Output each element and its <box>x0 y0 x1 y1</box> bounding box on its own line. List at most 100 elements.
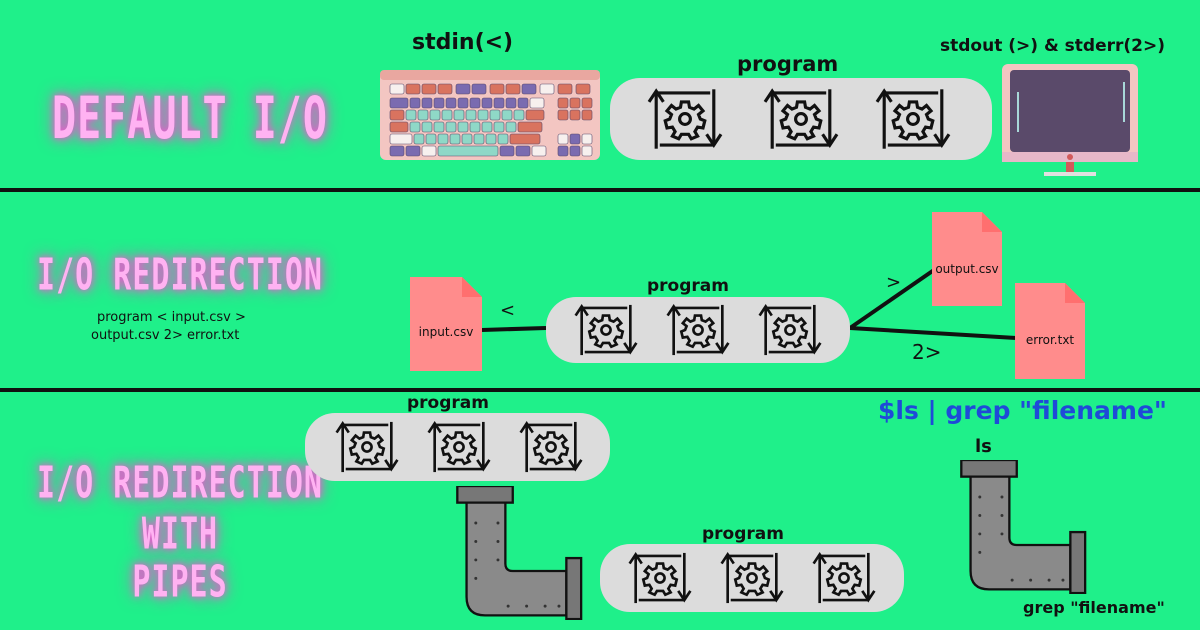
keyboard-key <box>473 133 485 145</box>
keyboard-key <box>405 145 421 157</box>
input-file-label: input.csv <box>418 325 474 339</box>
program-box <box>305 413 610 481</box>
keyboard-key <box>581 145 593 157</box>
gear-icon <box>758 303 822 357</box>
keyboard-key <box>405 83 421 95</box>
monitor-icon <box>1002 64 1138 176</box>
keyboard-key <box>437 145 499 157</box>
input-operator: < <box>500 300 516 321</box>
keyboard-key <box>489 109 501 121</box>
keyboard-key <box>569 133 581 145</box>
keyboard-key <box>389 145 405 157</box>
keyboard-key <box>437 83 453 95</box>
keyboard-key <box>557 97 569 109</box>
keyboard-key <box>539 83 555 95</box>
section-divider <box>0 388 1200 392</box>
output-file: output.csv <box>932 212 1002 306</box>
keyboard-key <box>529 97 545 109</box>
keyboard-key <box>569 145 581 157</box>
keyboard-key <box>465 109 477 121</box>
keyboard-key <box>513 109 525 121</box>
keyboard-key <box>409 97 421 109</box>
keyboard-key <box>389 133 413 145</box>
keyboard-key <box>441 109 453 121</box>
program-label: program <box>702 524 784 544</box>
gear-icon <box>628 551 692 605</box>
keyboard-key <box>421 145 437 157</box>
keyboard-key <box>469 121 481 133</box>
program-box <box>610 78 992 160</box>
section-title-default-io: DEFAULT I/O <box>52 85 328 153</box>
keyboard-key <box>421 83 437 95</box>
keyboard-key <box>569 97 581 109</box>
output-file-label: output.csv <box>935 262 999 276</box>
gear-icon <box>720 551 784 605</box>
command-line-1: program < input.csv > <box>97 310 246 325</box>
keyboard-key <box>493 121 505 133</box>
command-line-2: output.csv 2> error.txt <box>91 328 240 343</box>
keyboard-key <box>429 109 441 121</box>
keyboard-key <box>471 83 487 95</box>
keyboard-key <box>421 97 433 109</box>
keyboard-key <box>557 133 569 145</box>
keyboard-key <box>481 121 493 133</box>
pipe-command: $ls | grep "filename" <box>878 396 1167 425</box>
program-label: program <box>407 393 489 413</box>
keyboard-key <box>413 133 425 145</box>
section-title-pipes-line2: WITH <box>141 509 219 560</box>
program-box <box>600 544 904 612</box>
gear-icon <box>427 420 491 474</box>
keyboard-key <box>581 97 593 109</box>
keyboard-key <box>517 121 543 133</box>
keyboard-key <box>445 97 457 109</box>
keyboard-key <box>455 83 471 95</box>
section-divider <box>0 188 1200 192</box>
keyboard-key <box>505 121 517 133</box>
keyboard-key <box>449 133 461 145</box>
keyboard-key <box>517 97 529 109</box>
keyboard-key <box>497 133 509 145</box>
stdout-stderr-label: stdout (>) & stderr(2>) <box>940 36 1166 56</box>
error-file-label: error.txt <box>1025 333 1075 347</box>
file-icon <box>410 277 482 371</box>
pipe-icon <box>960 460 1087 594</box>
keyboard-key <box>505 83 521 95</box>
keyboard-key <box>505 97 517 109</box>
gear-icon <box>812 551 876 605</box>
keyboard-key <box>515 145 531 157</box>
keyboard-key <box>461 133 473 145</box>
keyboard-key <box>581 109 593 121</box>
grep-label: grep "filename" <box>1023 598 1165 617</box>
pipe-icon <box>456 486 583 620</box>
keyboard-key <box>437 133 449 145</box>
section-title-pipes-line3: PIPES <box>132 557 228 608</box>
keyboard-key <box>481 97 493 109</box>
keyboard-key <box>445 121 457 133</box>
ls-label: ls <box>975 436 992 457</box>
keyboard-key <box>477 109 489 121</box>
keyboard-key <box>469 97 481 109</box>
keyboard-key <box>389 121 409 133</box>
section-title-pipes-line1: I/O REDIRECTION <box>37 458 323 509</box>
keyboard-key <box>557 109 569 121</box>
keyboard-key <box>453 109 465 121</box>
keyboard-key <box>557 145 569 157</box>
keyboard-key <box>525 109 545 121</box>
keyboard-key <box>521 83 537 95</box>
file-icon <box>932 212 1002 306</box>
keyboard-key <box>489 83 505 95</box>
keyboard-key <box>417 109 429 121</box>
keyboard-key <box>499 145 515 157</box>
keyboard-key <box>457 121 469 133</box>
keyboard-key <box>433 97 445 109</box>
keyboard-key <box>409 121 421 133</box>
keyboard-key <box>557 83 573 95</box>
keyboard-key <box>493 97 505 109</box>
program-label: program <box>737 52 839 76</box>
keyboard-key <box>485 133 497 145</box>
keyboard-key <box>433 121 445 133</box>
section-title-io-redirection: I/O REDIRECTION <box>37 250 323 301</box>
keyboard-key <box>501 109 513 121</box>
keyboard-key <box>405 109 417 121</box>
